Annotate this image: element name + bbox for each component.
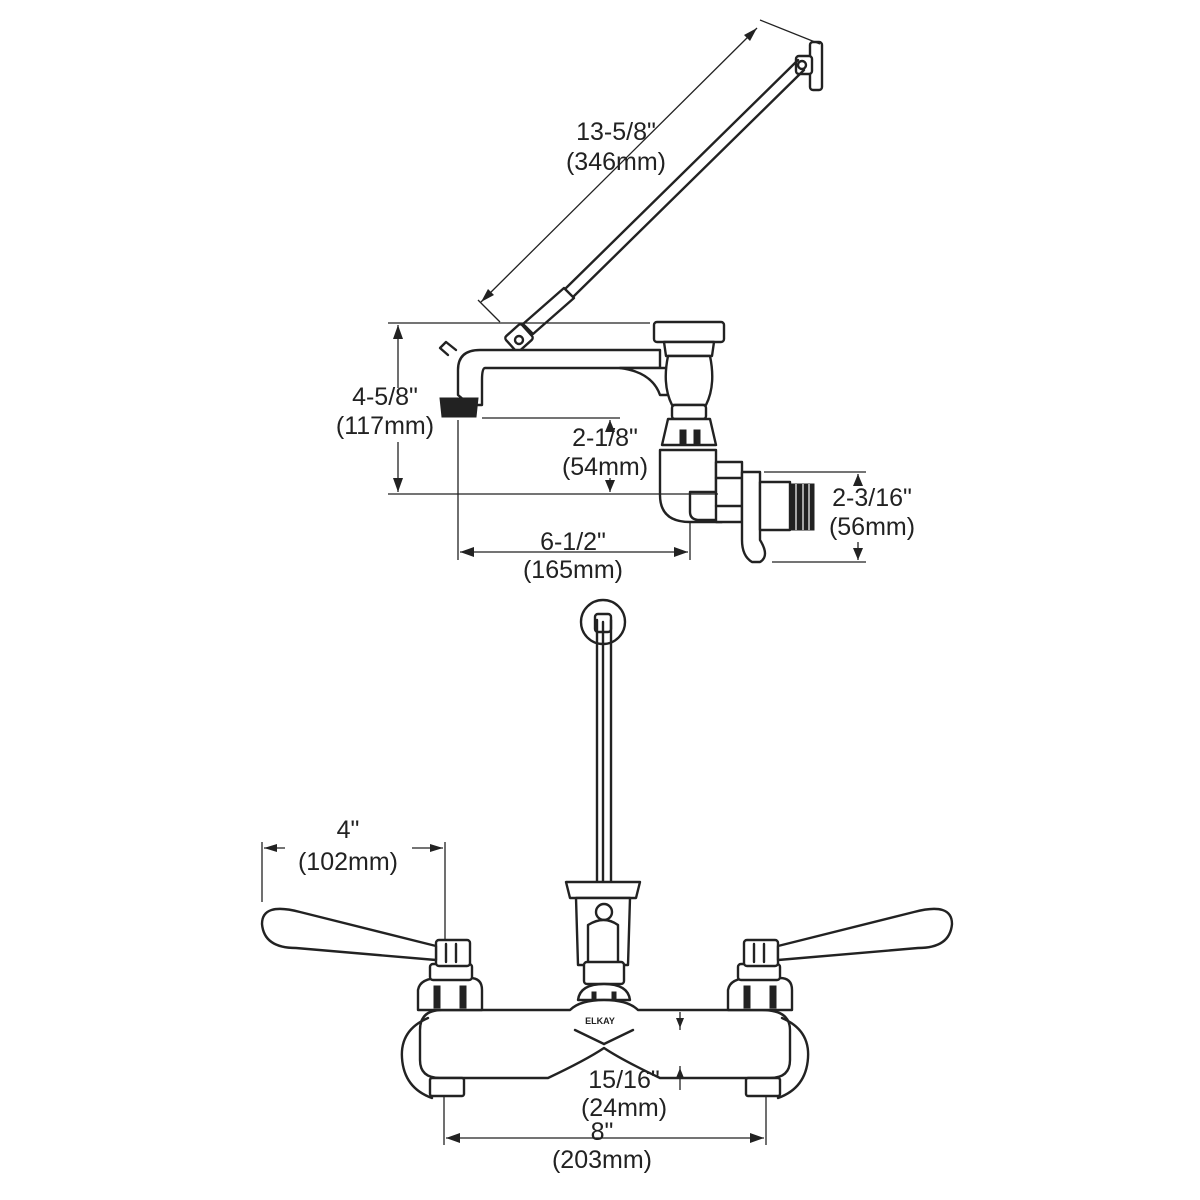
handle-length-imperial: 4": [337, 816, 360, 844]
inlet-offset-metric: (56mm): [829, 513, 915, 541]
valve-body: [652, 320, 726, 524]
centers-imperial: 8": [591, 1118, 614, 1146]
spout-reach-metric: (165mm): [523, 556, 623, 584]
dim-handle-length: 4" (102mm): [261, 816, 446, 940]
inlet-offset-imperial: 2-3/16": [832, 484, 912, 512]
center-valve: [564, 880, 642, 1002]
left-valve: [416, 938, 484, 1012]
dim-spout-height: 4-5/8" (117mm): [336, 322, 718, 495]
dim-centers: 8" (203mm): [443, 1096, 767, 1174]
wall-flanges: [400, 1016, 810, 1100]
body-height-metric: (24mm): [581, 1094, 667, 1122]
outlet-clearance-metric: (54mm): [562, 453, 648, 481]
side-view: 13-5/8" (346mm) 4-5/8" (117mm) 2-1/8" (5…: [336, 19, 915, 584]
inlet-union: [714, 460, 815, 564]
body-height-imperial: 15/16": [588, 1066, 659, 1094]
wall-brace-bracket: [794, 40, 824, 92]
spout: [438, 340, 670, 418]
right-wrist-handle: [776, 907, 954, 962]
spout-height-imperial: 4-5/8": [352, 383, 418, 411]
arm-length-metric: (346mm): [566, 148, 666, 176]
faucet-body: ELKAY: [418, 998, 792, 1080]
spout-reach-imperial: 6-1/2": [540, 528, 606, 556]
outlet-clearance-imperial: 2-1/8": [572, 424, 638, 452]
dim-arm-length: 13-5/8" (346mm): [477, 19, 821, 323]
left-wrist-handle: [260, 907, 438, 962]
front-view: ELKAY: [260, 598, 954, 1174]
spout-height-metric: (117mm): [336, 412, 434, 440]
dim-spout-reach: 6-1/2" (165mm): [457, 420, 691, 584]
brace-rod: [504, 58, 806, 353]
brand-mark: ELKAY: [585, 1016, 615, 1026]
dim-inlet-offset: 2-3/16" (56mm): [764, 471, 915, 563]
arm-length-imperial: 13-5/8": [576, 118, 656, 146]
handle-length-metric: (102mm): [298, 848, 398, 876]
dim-body-height: 15/16" (24mm): [581, 1012, 684, 1122]
dim-outlet-clearance: 2-1/8" (54mm): [482, 417, 648, 492]
centers-metric: (203mm): [552, 1146, 652, 1174]
right-valve: [726, 938, 794, 1012]
brace-rod-front: [595, 618, 613, 912]
